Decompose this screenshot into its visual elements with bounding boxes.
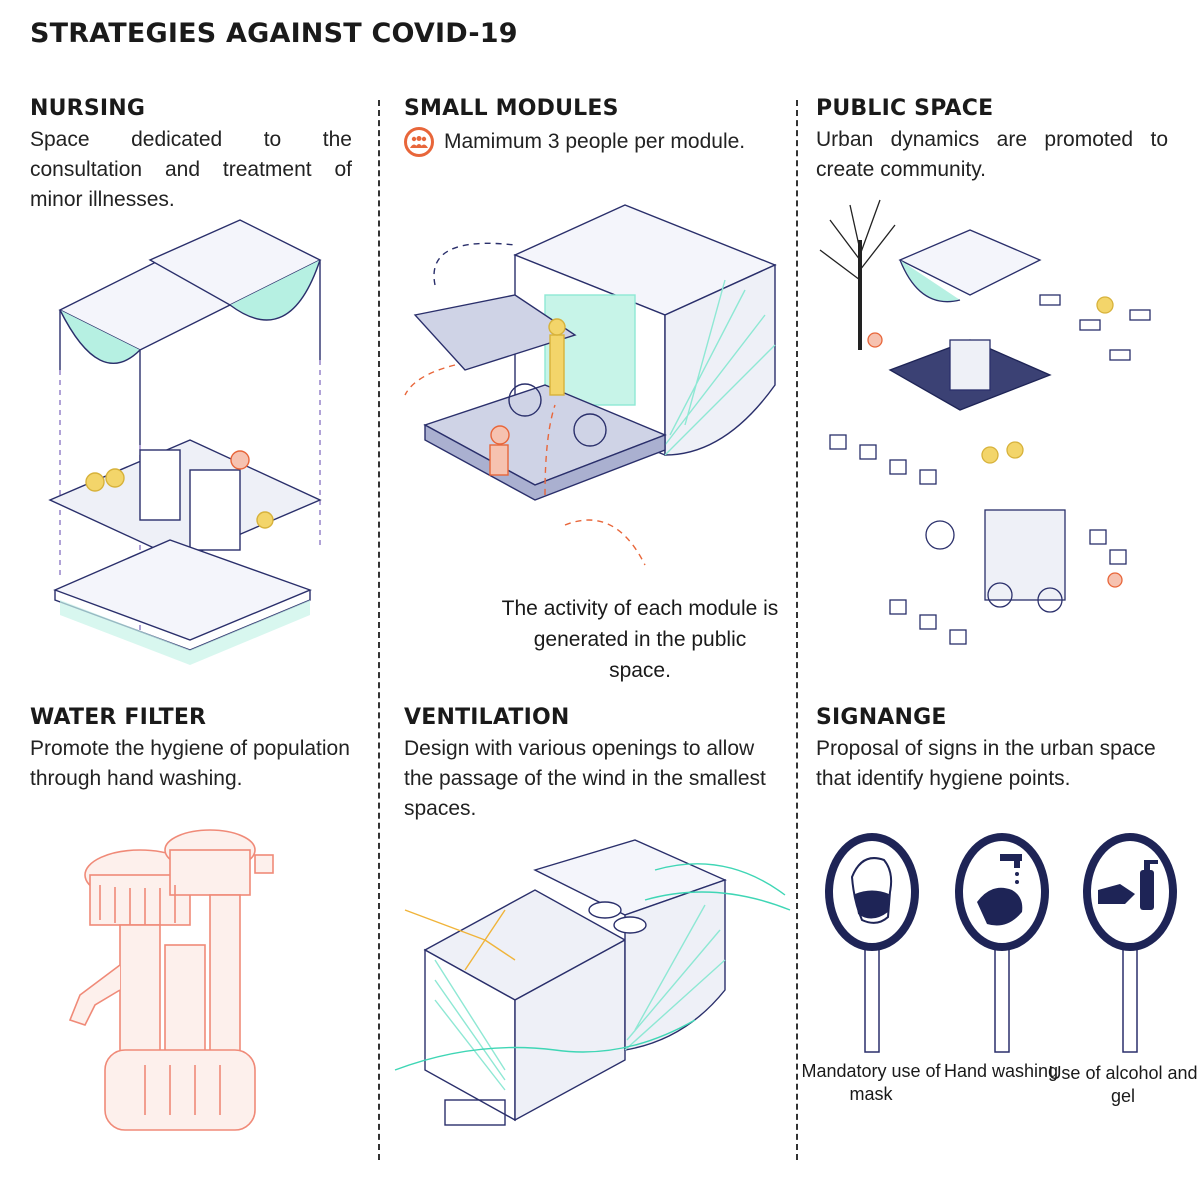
capacity-text: Mamimum 3 people per module. xyxy=(444,130,746,153)
panel-small-modules: SMALL MODULES Mamimum 3 people per modul… xyxy=(404,96,784,157)
sign-mask xyxy=(825,833,919,1053)
page-title: STRATEGIES AGAINST COVID-19 xyxy=(30,18,518,49)
panel-public-space: PUBLIC SPACE Urban dynamics are promoted… xyxy=(816,96,1168,185)
ventilation-description: Design with various openings to allow th… xyxy=(404,737,766,820)
ventilation-illustration xyxy=(394,839,791,1126)
signage-heading: SIGNANGE xyxy=(816,705,947,730)
public-space-heading: PUBLIC SPACE xyxy=(816,96,994,121)
column-divider-right xyxy=(796,100,798,1160)
alcohol-gel-icon xyxy=(1098,860,1158,910)
sign-alcohol-gel xyxy=(1083,833,1177,1053)
public-space-illustration xyxy=(819,199,1151,645)
small-module-illustration xyxy=(404,204,777,566)
signage-description: Proposal of signs in the urban space tha… xyxy=(816,737,1156,790)
water-filter-heading: WATER FILTER xyxy=(30,705,207,730)
water-filter-illustration xyxy=(68,829,274,1131)
water-filter-description: Promote the hygiene of population throug… xyxy=(30,737,350,790)
small-modules-heading: SMALL MODULES xyxy=(404,96,619,121)
people-group-icon xyxy=(404,127,434,157)
sign-hand-washing xyxy=(955,833,1049,1053)
panel-water-filter: WATER FILTER Promote the hygiene of popu… xyxy=(30,705,360,794)
mask-face-icon xyxy=(850,857,893,924)
public-space-description: Urban dynamics are promoted to create co… xyxy=(816,128,1168,181)
sign-caption-hand-washing: Hand washing xyxy=(943,1061,1059,1081)
capacity-note: Mamimum 3 people per module. xyxy=(404,127,784,157)
sign-caption-mask: Mandatory use of mask xyxy=(801,1061,941,1104)
hand-washing-icon xyxy=(977,854,1023,926)
nursing-module-illustration xyxy=(48,219,322,665)
column-divider-left xyxy=(378,100,380,1160)
activity-note: The activity of each module is generated… xyxy=(501,597,779,682)
nursing-heading: NURSING xyxy=(30,96,146,121)
sign-caption-alcohol-gel: Use of alcohol and gel xyxy=(1048,1063,1198,1106)
nursing-description: Space dedicated to the consultation and … xyxy=(30,128,352,211)
panel-signage: SIGNANGE Proposal of signs in the urban … xyxy=(816,705,1176,794)
panel-nursing: NURSING Space dedicated to the consultat… xyxy=(30,96,352,215)
ventilation-heading: VENTILATION xyxy=(404,705,570,730)
panel-ventilation: VENTILATION Design with various openings… xyxy=(404,705,784,824)
